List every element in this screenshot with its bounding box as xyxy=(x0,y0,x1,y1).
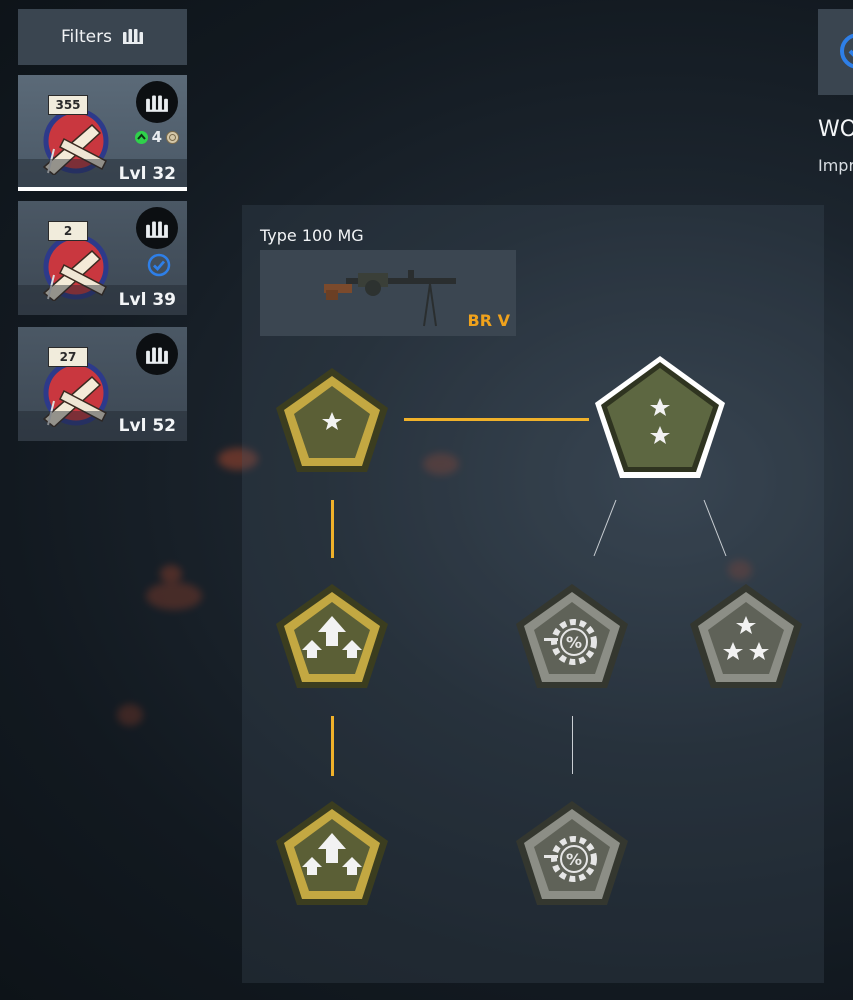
battle-rating: BR V xyxy=(467,311,510,330)
soldier-level: Lvl 52 xyxy=(118,416,176,436)
svg-text:%: % xyxy=(566,633,582,652)
arrows-up-icon xyxy=(302,833,362,875)
bokeh-light xyxy=(117,704,143,726)
rank-tag: 27 xyxy=(48,347,88,367)
machinegunner-class-icon xyxy=(136,333,178,375)
soldier-emblem-icon xyxy=(42,360,109,427)
machinegunner-class-icon xyxy=(136,81,178,123)
perk-node-rank2[interactable] xyxy=(592,354,728,484)
confirm-button[interactable] xyxy=(818,9,853,95)
tree-connector-unlocked xyxy=(331,716,334,776)
bokeh-light xyxy=(160,565,182,583)
svg-text:%: % xyxy=(566,850,582,869)
bokeh-light xyxy=(146,582,202,610)
machine-gun-icon xyxy=(324,270,456,327)
soldier-card[interactable]: 27 Lvl 52 xyxy=(18,327,187,441)
perk-node-rank3[interactable] xyxy=(686,580,806,696)
perk-node-discount1[interactable]: % xyxy=(512,580,632,696)
bokeh-light xyxy=(218,448,258,470)
perk-title: WO xyxy=(818,117,853,142)
soldier-card[interactable]: 355 4 Lvl 32 xyxy=(18,75,187,191)
card-footer xyxy=(18,159,187,189)
soldier-emblem-icon xyxy=(42,234,109,301)
soldier-emblem-icon xyxy=(42,108,109,175)
check-icon xyxy=(840,33,853,69)
card-footer xyxy=(18,285,187,315)
star-2-icon xyxy=(650,398,670,444)
star-3-icon xyxy=(723,616,769,660)
tree-connector-unlocked xyxy=(404,418,589,421)
soldier-level: Lvl 32 xyxy=(118,164,176,184)
perk-points-count: 4 xyxy=(151,128,162,146)
level-up-icon xyxy=(134,130,148,144)
perk-description: Impr xyxy=(818,156,853,175)
rank-tag: 355 xyxy=(48,95,88,115)
perk-node-discount2[interactable]: % xyxy=(512,797,632,913)
rank-tag: 2 xyxy=(48,221,88,241)
soldier-card[interactable]: 2 Lvl 39 xyxy=(18,201,187,315)
tree-connector-unlocked xyxy=(331,500,334,558)
filters-label: Filters xyxy=(61,27,112,47)
gear-percent-icon: % xyxy=(544,836,597,882)
bokeh-light xyxy=(728,560,752,580)
bokeh-light xyxy=(423,453,459,475)
check-icon xyxy=(147,253,171,281)
tree-connector-locked xyxy=(572,716,573,774)
soldier-level: Lvl 39 xyxy=(118,290,176,310)
gear-percent-icon: % xyxy=(544,619,597,665)
weapon-card[interactable]: BR V xyxy=(260,250,516,336)
perk-points-indicator: 4 xyxy=(134,128,179,146)
machinegunner-class-icon xyxy=(136,207,178,249)
arrows-up-icon xyxy=(302,616,362,658)
perk-node-upgrade1[interactable] xyxy=(272,580,392,696)
perk-coin-icon xyxy=(166,130,179,144)
perk-node-rank1[interactable] xyxy=(272,364,392,480)
tree-connector-locked xyxy=(593,499,727,557)
perk-node-upgrade2[interactable] xyxy=(272,797,392,913)
card-footer xyxy=(18,411,187,441)
star-1-icon xyxy=(322,412,342,430)
ammo-icon xyxy=(122,25,144,50)
weapon-name: Type 100 MG xyxy=(260,226,364,245)
filters-button[interactable]: Filters xyxy=(18,9,187,65)
